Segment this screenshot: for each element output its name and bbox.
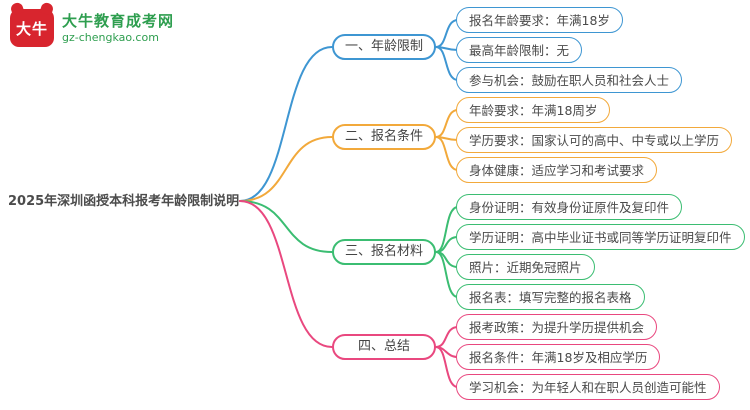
- branch-summary: 四、总结: [332, 334, 436, 360]
- connector-main-branch4: [239, 200, 333, 348]
- connector-main-branch1: [239, 46, 333, 202]
- leaf-node: 年龄要求：年满18周岁: [456, 97, 611, 123]
- daniu-bull-logo-icon: 大牛: [10, 9, 54, 47]
- logo-brand-mark: 大牛: [15, 19, 48, 38]
- leaf-node: 身份证明：有效身份证原件及复印件: [456, 194, 683, 220]
- connector-main-branch3: [239, 200, 333, 253]
- connector-b4-l3: [435, 346, 459, 388]
- branch-age-limit: 一、年龄限制: [332, 34, 436, 60]
- leaf-node: 报名条件：年满18岁及相应学历: [456, 344, 661, 370]
- leaf-node: 照片：近期免冠照片: [456, 254, 595, 280]
- main-topic: 2025年深圳函授本科报考年龄限制说明: [8, 194, 240, 209]
- branch-registration-materials: 三、报名材料: [332, 239, 436, 265]
- connector-b2-l3: [435, 136, 459, 171]
- connector-b1-l1: [435, 19, 459, 48]
- connector-b4-l1: [435, 326, 459, 348]
- site-url: gz-chengkao.com: [62, 31, 159, 44]
- leaf-node: 学习机会：为年轻人和在职人员创造可能性: [456, 374, 720, 400]
- connector-b3-l1: [435, 206, 459, 253]
- leaf-node: 学历要求：国家认可的高中、中专或以上学历: [456, 127, 733, 153]
- connector-b2-l1: [435, 109, 459, 138]
- leaf-node: 报名表：填写完整的报名表格: [456, 284, 645, 310]
- leaf-node: 学历证明：高中毕业证书或同等学历证明复印件: [456, 224, 745, 250]
- leaf-node: 最高年龄限制：无: [456, 37, 583, 63]
- leaf-node: 报名年龄要求：年满18岁: [456, 7, 623, 33]
- leaf-node: 身体健康：适应学习和考试要求: [456, 157, 658, 183]
- leaf-node: 参与机会：鼓励在职人员和社会人士: [456, 67, 683, 93]
- connector-b1-l3: [435, 46, 459, 81]
- logo-text-block: 大牛教育成考网 gz-chengkao.com: [62, 12, 174, 44]
- branch-registration-conditions: 二、报名条件: [332, 124, 436, 150]
- site-logo[interactable]: 大牛 大牛教育成考网 gz-chengkao.com: [10, 9, 174, 47]
- connector-b3-l4: [435, 251, 459, 298]
- connector-main-branch2: [239, 136, 333, 202]
- site-name: 大牛教育成考网: [62, 12, 175, 30]
- leaf-node: 报考政策：为提升学历提供机会: [456, 314, 658, 340]
